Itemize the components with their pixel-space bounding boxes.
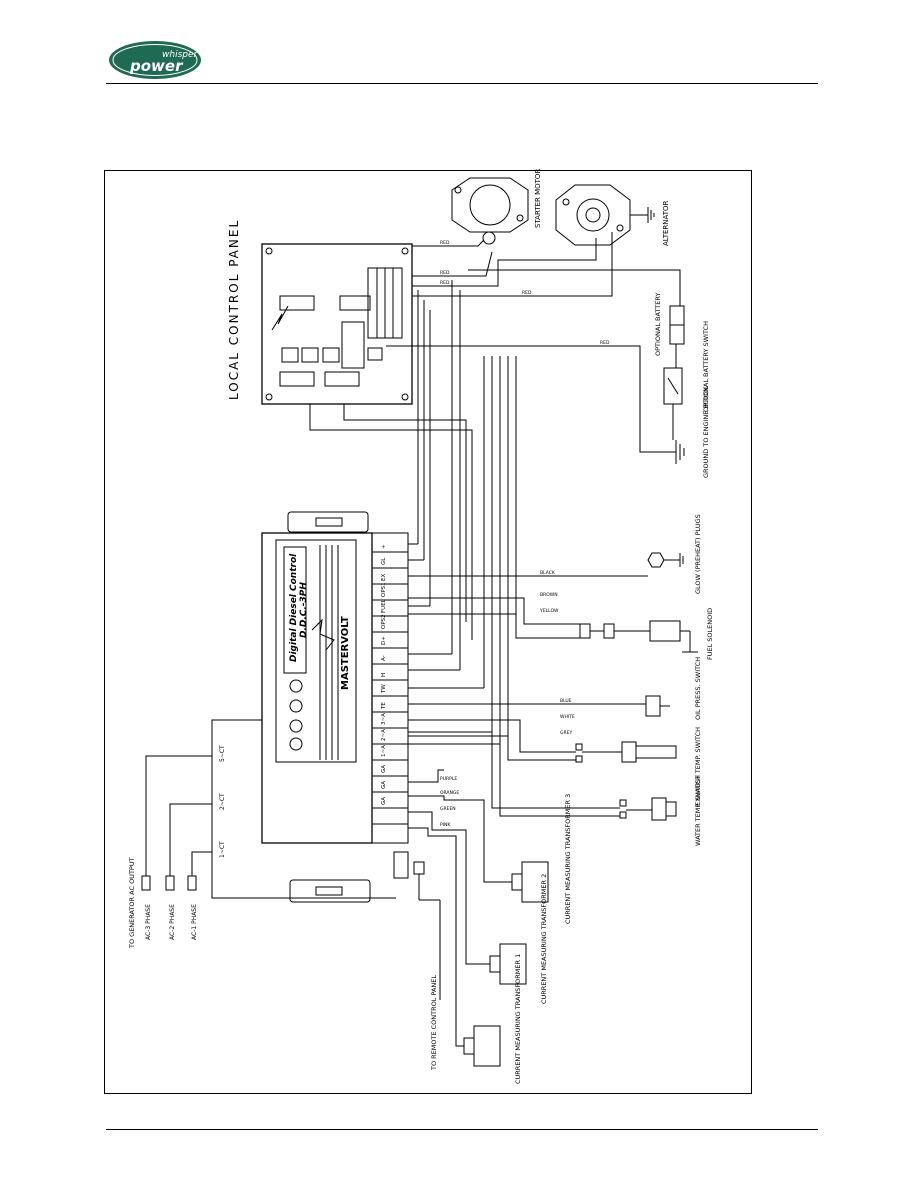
wire-color-label: GREEN — [440, 806, 456, 812]
ct2-label: CURRENT MEASURING TRANSFORMER 2 — [540, 874, 548, 1004]
wire-color-label: ORANGE — [440, 790, 459, 796]
ddc-brand: MASTERVOLT — [340, 616, 351, 690]
ddc-line2: D.D.C.-3PH — [299, 582, 309, 638]
wire-color-label: BLACK — [540, 570, 556, 576]
terminal-label: A- — [381, 655, 387, 661]
glow-plugs-label: GLOW (PREHEAT) PLUGS — [694, 514, 702, 594]
terminal-label: 1~A — [381, 745, 387, 757]
battery-switch-label: OPTIONAL BATTERY SWITCH — [702, 321, 710, 412]
wiring-diagram-frame — [104, 170, 752, 1094]
water-switch-label: WATER TEMP. SWITCH — [694, 775, 702, 846]
ground-label: GROUND TO ENGINE BLOCK — [702, 386, 710, 478]
battery-switch — [663, 367, 683, 405]
footer-rule — [106, 1129, 818, 1130]
ct-port-5: 5~CT — [219, 745, 226, 762]
terminal-label: EX — [381, 574, 387, 581]
remote-panel-label: TO REMOTE CONTROL PANEL — [430, 975, 438, 1071]
output-cable-3: AC-3 PHASE — [145, 904, 152, 940]
terminal-label: GA — [381, 781, 387, 789]
terminal-label: GL — [381, 557, 387, 565]
wire-color-label: BROWN — [540, 592, 558, 598]
oil-pressure-switch — [645, 695, 670, 717]
panel-title: LOCAL CONTROL PANEL — [227, 219, 241, 400]
alternator-label: ALTERNATOR — [662, 200, 670, 246]
local-control-panel — [261, 243, 413, 405]
ddc-unit — [211, 511, 409, 903]
ct1-label: CURRENT MEASURING TRANSFORMER 1 — [514, 954, 522, 1084]
brand-line2: power — [129, 57, 184, 75]
generator-output-label: TO GENERATOR AC OUTPUT — [128, 857, 136, 949]
terminal-label: H — [381, 673, 387, 677]
exhaust-switch-label: EXHAUST TEMP. SWITCH — [694, 727, 702, 806]
terminal-label: + — [381, 544, 387, 549]
glow-plug — [647, 552, 684, 568]
fuel-solenoid — [579, 620, 698, 653]
terminal-label: 3~A — [381, 713, 387, 725]
ct3-label: CURRENT MEASURING TRANSFORMER 3 — [564, 794, 572, 924]
wire-color-label: YELLOW — [539, 608, 559, 614]
battery — [669, 305, 685, 345]
starter-motor — [451, 177, 529, 245]
terminal-label: OPS1 — [381, 582, 387, 597]
terminal-label: D+ — [381, 636, 387, 645]
terminal-label: OPS2 — [381, 614, 387, 629]
oil-switch-label: OIL PRESS. SWITCH — [694, 657, 702, 720]
current-transformer-1 — [463, 1025, 501, 1067]
terminal-label: 2~A — [381, 729, 387, 741]
ground-symbol — [675, 440, 685, 464]
brand-line1: whisper — [162, 50, 199, 60]
terminal-label: TW — [381, 684, 387, 694]
ddc-line1: Digital Diesel Control — [289, 553, 299, 662]
output-cable-1: AC-1 PHASE — [191, 904, 198, 940]
fuel-solenoid-label: FUEL SOLENOID — [706, 608, 714, 660]
ct-port-2: 2~CT — [219, 793, 226, 810]
terminal-label: GA — [381, 797, 387, 805]
whisper-power-logo: whisper power — [109, 41, 201, 79]
wire-color-label: RED — [440, 270, 450, 276]
alternator — [555, 184, 655, 246]
wire-color-label: PURPLE — [440, 776, 457, 782]
wire-color-label: GREY — [560, 730, 572, 736]
generator-output-cables — [141, 875, 197, 891]
water-temp-switch — [619, 797, 677, 821]
output-cable-2: AC-2 PHASE — [169, 904, 176, 940]
header-rule — [106, 83, 818, 84]
wire-color-label: RED — [522, 290, 532, 296]
terminal-label: TE — [381, 702, 387, 710]
ct-port-1: 1~CT — [219, 841, 226, 858]
wire-color-label: PINK — [440, 822, 451, 828]
wire-color-label: WHITE — [560, 714, 575, 720]
terminal-label: GA — [381, 765, 387, 773]
wire-color-label: RED — [600, 340, 610, 346]
wire-color-label: RED — [440, 240, 450, 246]
battery-label: OPTIONAL BATTERY — [654, 293, 662, 356]
wire-color-label: RED — [440, 280, 450, 286]
terminal-strip — [371, 532, 409, 844]
remote-connector — [413, 861, 441, 1000]
wire-color-label: BLUE — [560, 698, 572, 704]
starter-motor-label: STARTER MOTOR — [534, 169, 542, 228]
terminal-label: FUEL — [381, 598, 387, 613]
